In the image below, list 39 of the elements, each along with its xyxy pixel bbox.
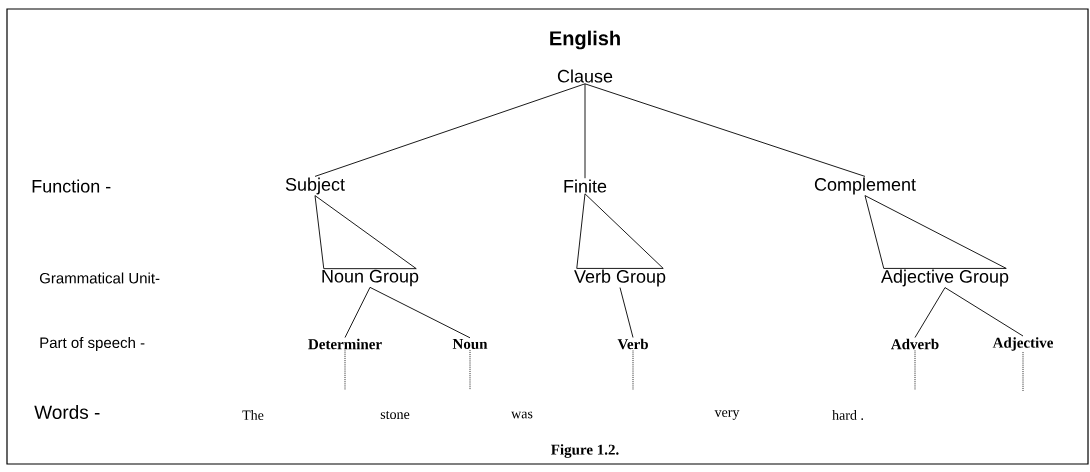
word: very [714,410,740,420]
tree-node-label: Finite [564,179,607,193]
triangle [864,195,1007,269]
branch-line [914,287,946,338]
row-label: Words - [34,405,100,419]
word: was [511,411,533,419]
branch-line [584,83,866,177]
branch-line [619,287,634,338]
row-label: Function - [32,179,111,193]
branch-line [314,83,586,177]
caption: Figure 1.2. [551,444,619,458]
word: stone [380,411,410,419]
part-of-speech: Adjective [992,337,1054,351]
tree-node-label: Verb Group [574,269,666,287]
tree-node-label: Adjective Group [881,269,1009,287]
row-label: Grammatical Unit- [39,272,160,284]
dotted-line [469,349,471,390]
part-of-speech: Adverb [891,338,939,350]
part-of-speech: Noun [452,339,488,349]
triangle [314,195,417,270]
tree-node-label: Clause [557,69,613,83]
dotted-line [914,350,916,390]
part-of-speech: Verb [617,338,648,350]
dotted-line [344,350,346,390]
triangle [576,193,664,269]
branch-line [369,286,471,339]
dotted-line [1022,351,1024,392]
branch-line [344,286,371,338]
tree-node-label: Noun Group [322,269,419,287]
row-label: Part of speech - [40,337,145,351]
dotted-line [632,350,634,390]
tree-node-label: Complement [814,177,916,195]
branch-line [944,287,1024,337]
part-of-speech: Determiner [308,338,382,350]
branch-line [584,83,586,179]
word: The [242,410,264,420]
tree-node-label: Subject [285,177,345,195]
title: English [550,30,620,50]
word: hard . [832,410,863,420]
